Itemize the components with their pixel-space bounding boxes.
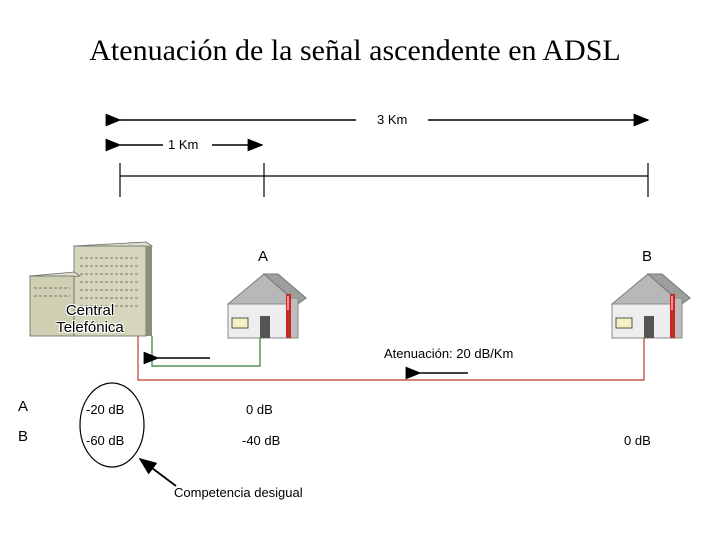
highlight-circle: [79, 382, 145, 468]
line-to-house-a: [151, 336, 261, 367]
line-to-house-b: [137, 336, 645, 381]
row-b-at-b-value: 0 dB: [624, 433, 651, 448]
row-a-at-a-value: 0 dB: [246, 402, 273, 417]
row-b-central-value: -60 dB: [86, 433, 125, 448]
row-a-central-value: -20 dB: [86, 402, 125, 417]
row-b-label: B: [18, 428, 29, 445]
house-icon: [226, 273, 307, 339]
distance-3km-label: 3 Km: [377, 112, 408, 127]
central-label-line2: Telefónica: [56, 319, 124, 336]
distance-ruler: [119, 163, 649, 197]
point-a-label: A: [258, 248, 269, 265]
distance-1km-label: 1 Km: [168, 137, 199, 152]
row-a-label: A: [18, 398, 29, 415]
central-label: Central Telefónica: [30, 302, 150, 336]
central-label-line1: Central: [65, 302, 115, 319]
house-icon: [610, 273, 691, 339]
building-icon: [28, 241, 154, 337]
pointer-arrow: [138, 457, 177, 487]
note-label: Competencia desigual: [174, 485, 303, 500]
row-b-at-a-value: -40 dB: [242, 433, 281, 448]
point-b-label: B: [642, 248, 653, 265]
attenuation-label: Atenuación: 20 dB/Km: [384, 346, 514, 361]
page-title: Atenuación de la señal ascendente en ADS…: [89, 34, 621, 67]
